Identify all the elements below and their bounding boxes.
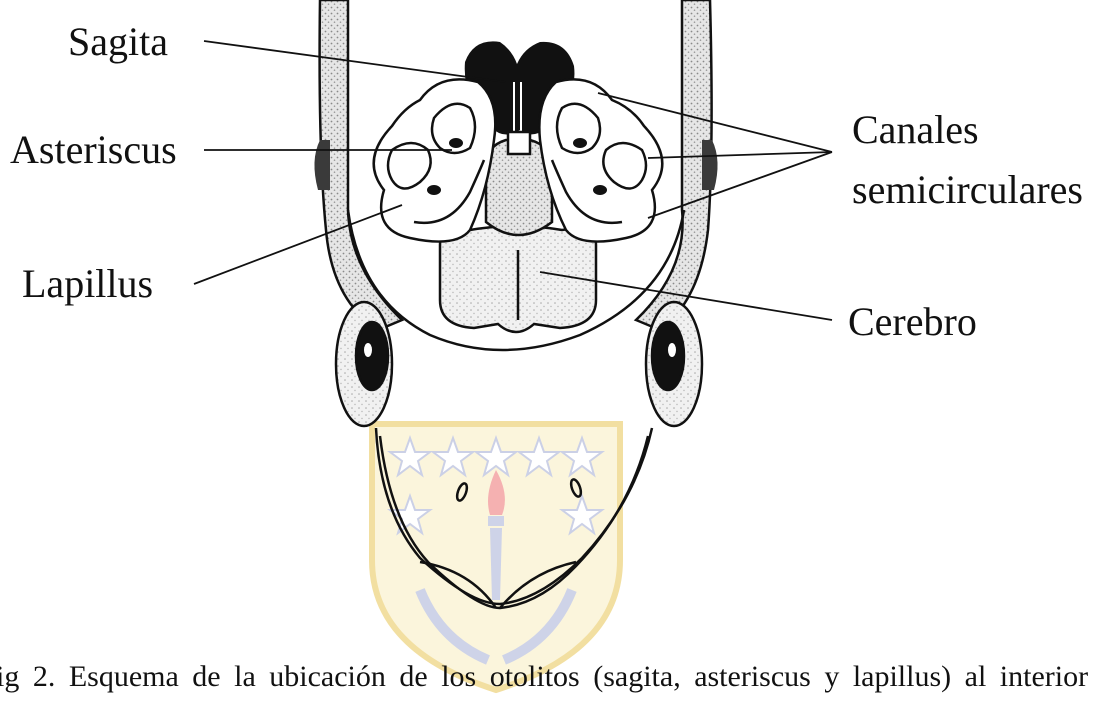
left-eye [336,302,392,426]
label-semicirculares: semicirculares [852,168,1083,212]
right-eye [646,302,702,426]
label-lapillus: Lapillus [22,262,153,306]
label-sagita: Sagita [68,20,168,64]
label-asteriscus: Asteriscus [10,128,177,172]
label-cerebro: Cerebro [848,300,977,344]
lapillus-otolith-left [427,185,441,195]
figure-caption: ig 2. Esquema de la ubicación de los oto… [0,660,1102,694]
leader-line-canales-c [648,152,832,218]
leader-line-lapillus [194,205,402,284]
left-semicircular-canals [374,79,496,241]
label-canales: Canales [852,108,979,152]
asteriscus-otolith-left [449,138,463,148]
seal-torch [488,516,504,526]
leader-line-canales-b [648,152,832,158]
leader-line-sagita [204,41,505,82]
